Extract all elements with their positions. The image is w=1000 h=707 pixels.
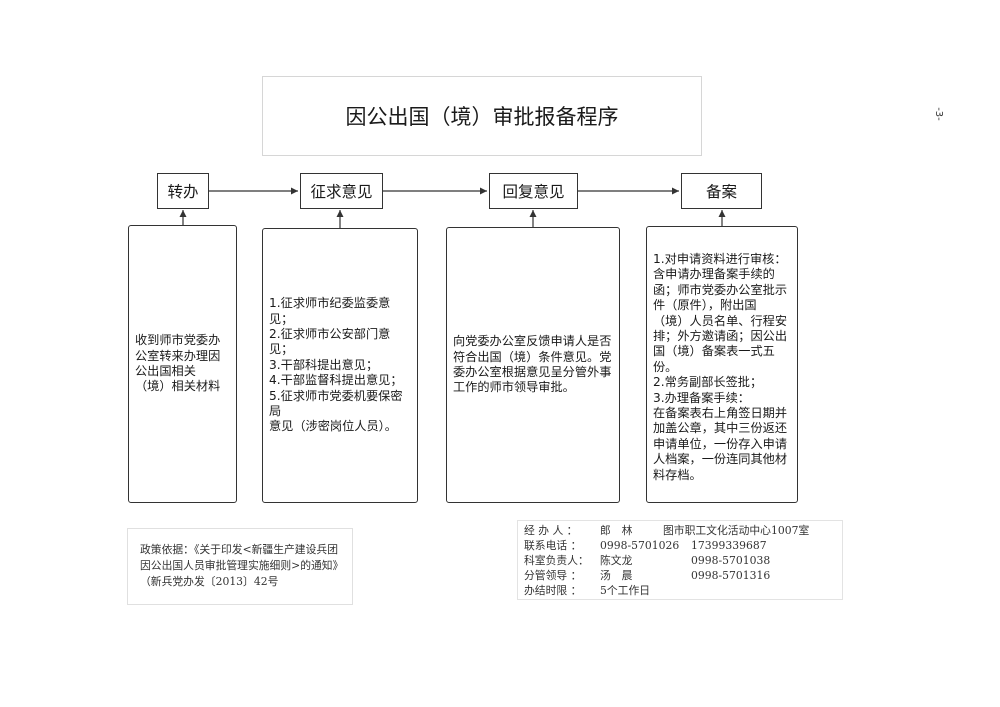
contact-extra: 17399339687	[691, 539, 767, 552]
policy-basis: 政策依据：《关于印发<新疆生产建设兵团因公出国人员审批管理实施细则>的通知》（新…	[127, 528, 353, 605]
contact-extra: 0998-5701038	[691, 554, 771, 567]
page-title: 因公出国（境）审批报备程序	[262, 76, 702, 156]
step-solicit-opinions: 征求意见	[300, 173, 383, 209]
page-number: -3-	[933, 107, 944, 121]
contact-value: 汤 晨	[600, 569, 633, 582]
contact-value: 5个工作日	[600, 584, 651, 597]
contact-label: 联系电话 ：	[524, 539, 582, 552]
step-transfer: 转办	[157, 173, 209, 209]
contact-extra: 0998-5701316	[691, 569, 771, 582]
contact-label: 办结时限 ：	[524, 584, 582, 597]
detail-transfer: 收到师市党委办 公室转来办理因 公出国相关 （境）相关材料	[128, 225, 237, 503]
contact-value: 陈文龙	[600, 554, 633, 567]
contact-info: 经 办 人 ： 郎 林 图市职工文化活动中心1007室 联系电话 ： 0998-…	[517, 520, 843, 600]
step-reply-opinions: 回复意见	[489, 173, 578, 209]
detail-reply-opinions: 向党委办公室反馈申请人是否 符合出国（境）条件意见。党 委办公室根据意见呈分管外…	[446, 227, 620, 503]
detail-solicit-opinions: 1.征求师市纪委监委意见； 2.征求师市公安部门意见； 3.干部科提出意见； 4…	[262, 228, 418, 503]
step-filing: 备案	[681, 173, 762, 209]
contact-label: 分管领导 ：	[524, 569, 582, 582]
contact-value: 0998-5701026	[600, 539, 680, 552]
contact-label: 科室负责人：	[524, 554, 589, 567]
contact-value: 郎 林	[600, 524, 633, 537]
contact-label: 经 办 人 ：	[524, 524, 578, 537]
detail-filing: 1.对申请资料进行审核： 含申请办理备案手续的 函；师市党委办公室批示 件（原件…	[646, 226, 798, 503]
contact-extra: 图市职工文化活动中心1007室	[663, 524, 810, 537]
